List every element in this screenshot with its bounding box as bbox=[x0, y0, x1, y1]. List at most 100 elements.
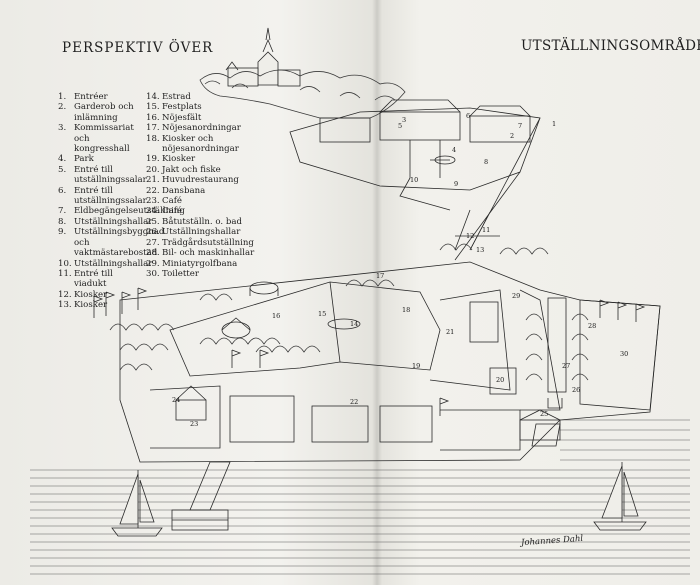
legend-entry: 13.Kiosker bbox=[58, 300, 144, 310]
legend-entry: 22.Dansbana bbox=[146, 186, 256, 196]
legend-entry: 19.Kiosker bbox=[146, 154, 256, 164]
legend-number: 16. bbox=[146, 112, 160, 123]
map-label-16: 16 bbox=[272, 312, 280, 320]
map-label-14: 14 bbox=[350, 320, 358, 328]
legend-number: 6. bbox=[58, 185, 67, 196]
legend-label: Utställningshallar bbox=[74, 216, 153, 227]
map-label-9: 9 bbox=[454, 180, 458, 188]
legend-number: 8. bbox=[58, 216, 67, 227]
legend-label: Utställningsbyggnad och vaktmästarebosta… bbox=[74, 227, 165, 259]
legend-entry: 7. Eldbegängelseutställning bbox=[58, 206, 185, 217]
legend-number: 7. bbox=[58, 206, 67, 217]
legend-number: 2. bbox=[58, 102, 67, 113]
legend-entry: 10.Utställningshallar bbox=[58, 259, 152, 269]
legend-number: 22. bbox=[146, 185, 160, 196]
map-label-28: 28 bbox=[588, 322, 596, 330]
legend-entry: 5. Entré till utställningssalar bbox=[58, 164, 147, 186]
legend-entry: 26.Utställningshallar bbox=[146, 227, 256, 237]
legend-label: Entréer bbox=[74, 92, 108, 102]
legend-label: Nöjesanordningar bbox=[162, 123, 241, 134]
map-label-6: 6 bbox=[466, 112, 470, 120]
legend-entry: 20.Jakt och fiske bbox=[146, 165, 256, 175]
legend-number: 13. bbox=[58, 300, 72, 311]
legend-number: 20. bbox=[146, 164, 160, 175]
legend-number: 11. bbox=[58, 268, 72, 279]
map-label-2: 2 bbox=[510, 132, 514, 140]
legend-number: 27. bbox=[146, 237, 160, 248]
legend-number: 5. bbox=[58, 164, 67, 175]
map-label-29: 29 bbox=[512, 292, 520, 300]
sailboat-right bbox=[593, 462, 647, 531]
map-label-21: 21 bbox=[446, 328, 454, 336]
legend-number: 18. bbox=[146, 133, 160, 144]
legend-entry: 3. Kommissariat och kongresshall bbox=[58, 123, 144, 154]
legend-number: 14. bbox=[146, 92, 160, 102]
legend-label: Miniatyrgolfbana bbox=[162, 258, 238, 269]
legend-label: Bil- och maskinhallar bbox=[162, 248, 255, 259]
legend-number: 28. bbox=[146, 248, 160, 259]
legend-entry: 15.Festplats bbox=[146, 102, 256, 112]
legend-label: Utställningshallar bbox=[74, 258, 153, 269]
map-label-8: 8 bbox=[484, 158, 488, 166]
legend-label: Entré till utställningssalar bbox=[74, 164, 147, 186]
legend-label: Garderob och inlämning bbox=[74, 102, 134, 123]
legend-entry: 23.Café bbox=[146, 196, 256, 206]
legend-label: Kommissariat och kongresshall bbox=[74, 123, 134, 155]
legend-number: 1. bbox=[58, 92, 67, 102]
legend-entry: 16.Nöjesfält bbox=[146, 113, 256, 123]
legend-entry: 18.Kiosker och nöjesanordningar bbox=[146, 134, 256, 155]
legend-number: 29. bbox=[146, 258, 160, 269]
legend-number: 4. bbox=[58, 154, 67, 165]
legend-number: 3. bbox=[58, 123, 67, 134]
legend-label: Utställningshallar bbox=[162, 227, 241, 238]
legend-entry: 8. Utställningshallar bbox=[58, 216, 152, 227]
legend-label: Entré till utställningssalar bbox=[74, 185, 147, 207]
legend-label: Toiletter bbox=[162, 268, 199, 279]
map-label-10: 10 bbox=[410, 176, 418, 184]
map-label-3: 3 bbox=[402, 116, 406, 124]
legend-label: Estrad bbox=[162, 92, 191, 102]
legend-label: Dansbana bbox=[162, 185, 206, 196]
map-label-1: 1 bbox=[552, 120, 556, 128]
legend-entry: 12.Kiosker bbox=[58, 290, 144, 300]
legend-label: Kiosker och nöjesanordningar bbox=[162, 133, 239, 155]
legend-number: 19. bbox=[146, 154, 160, 165]
center-fold bbox=[372, 0, 382, 585]
legend-number: 26. bbox=[146, 227, 160, 238]
legend-number: 30. bbox=[146, 268, 160, 279]
upper-woods bbox=[199, 69, 406, 119]
legend-label: Eldbegängelseutställning bbox=[74, 206, 185, 217]
legend-entry: 29.Miniatyrgolfbana bbox=[146, 259, 256, 269]
map-labels: 1234567891011121314151617181920212223242… bbox=[172, 112, 628, 428]
legend-number: 21. bbox=[146, 175, 160, 186]
legend-entry: 28.Bil- och maskinhallar bbox=[146, 248, 256, 258]
trees bbox=[109, 243, 589, 381]
legend-entry: 11.Entré till viadukt bbox=[58, 269, 144, 290]
flags bbox=[93, 287, 646, 416]
legend-number: 17. bbox=[146, 123, 160, 134]
map-label-24: 24 bbox=[172, 396, 180, 404]
legend-label: Café bbox=[162, 206, 182, 217]
map-label-18: 18 bbox=[402, 306, 410, 314]
sailboat-left bbox=[111, 470, 163, 537]
church-drawing bbox=[225, 27, 301, 87]
water bbox=[30, 419, 690, 575]
legend-entry: 14.Estrad bbox=[146, 92, 256, 102]
pier bbox=[171, 461, 231, 531]
map-label-19: 19 bbox=[412, 362, 420, 370]
legend-label: Huvudrestaurang bbox=[162, 175, 239, 186]
legend-entry: 24.Café bbox=[146, 206, 256, 216]
legend-entry: 27.Trädgårdsutställning bbox=[146, 238, 256, 248]
legend-number: 15. bbox=[146, 102, 160, 113]
legend-label: Nöjesfält bbox=[162, 112, 202, 123]
map-label-15: 15 bbox=[318, 310, 326, 318]
lower-exhibition-area bbox=[119, 261, 661, 463]
map-label-30: 30 bbox=[620, 350, 628, 358]
map-label-23: 23 bbox=[190, 420, 198, 428]
map-label-27: 27 bbox=[562, 362, 570, 370]
lower-plazas bbox=[149, 281, 563, 451]
map-label-17: 17 bbox=[376, 272, 384, 280]
legend-entry: 1. Entréer bbox=[58, 92, 144, 102]
